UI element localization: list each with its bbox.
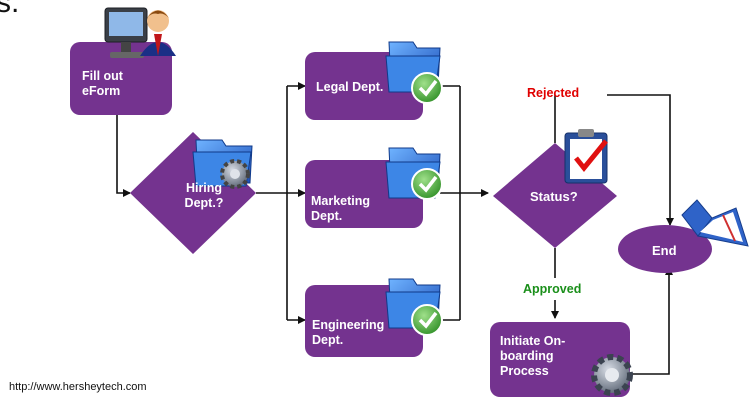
clipboard-check-icon: [564, 129, 608, 184]
node-status-shape: [493, 143, 617, 248]
node-end-label: End: [652, 243, 677, 258]
open-book-icon: [681, 199, 749, 247]
node-onboarding-label: Initiate On- boarding Process: [500, 334, 566, 378]
node-status-label: Status?: [530, 189, 578, 204]
rejected-label: Rejected: [527, 86, 580, 100]
gear-icon: [591, 354, 633, 396]
node-hiring-label: Hiring Dept.?: [184, 181, 224, 210]
node-end-shape: [618, 225, 712, 273]
node-fill-eform-label: Fill out eForm: [82, 69, 123, 98]
folder-check-icon: [385, 41, 443, 104]
connectors: [116, 82, 674, 375]
node-engineering-label: Engineering Dept.: [312, 318, 385, 347]
approved-label: Approved: [523, 282, 582, 296]
edge-onboard-to-end: [632, 267, 673, 375]
folder-check-icon: [385, 278, 443, 336]
node-marketing-label: Marketing Dept.: [311, 194, 371, 223]
source-credit: http://www.hersheytech.com: [9, 381, 147, 393]
node-fill-eform-shape: [70, 42, 172, 115]
node-legal-label: Legal Dept.: [316, 80, 384, 94]
edge-rejected-to-end: [607, 94, 674, 226]
edge-eform-to-hiring: [116, 115, 131, 197]
user-at-computer-icon: [104, 7, 176, 58]
folder-check-icon: [385, 147, 443, 200]
folder-gear-icon: [192, 139, 253, 189]
top-caption-text: s.: [0, 0, 20, 19]
